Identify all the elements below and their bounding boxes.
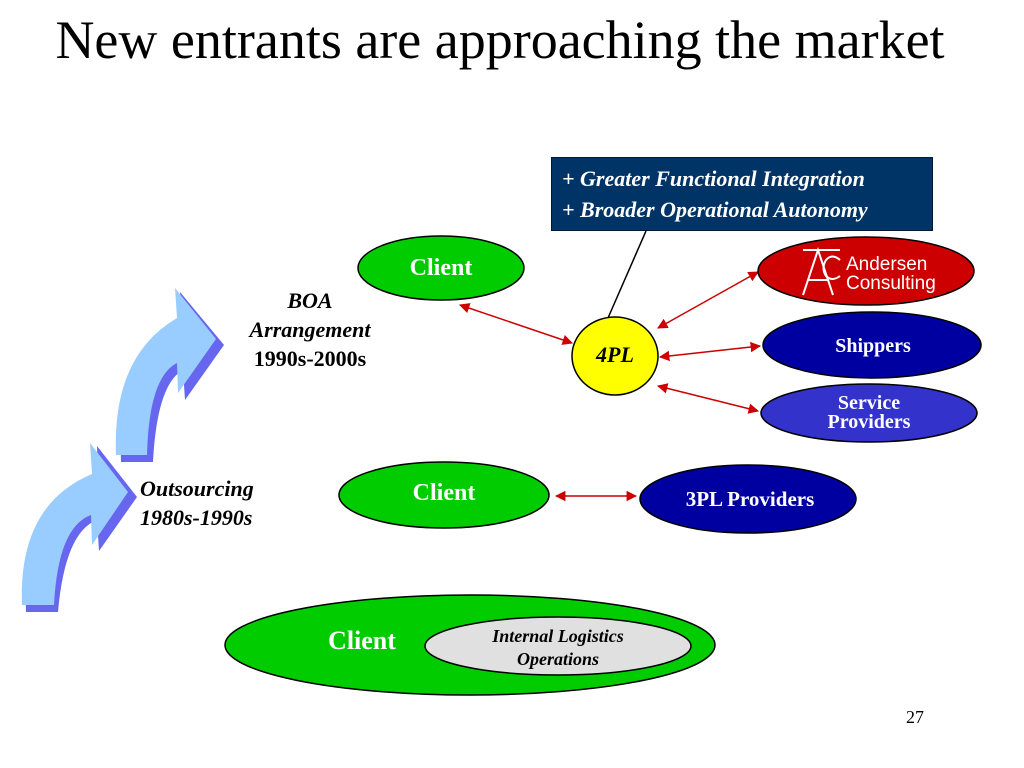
progression-arrow-upper [115, 288, 224, 462]
andersen-label: Andersen Consulting [846, 255, 956, 293]
shippers-ellipse [762, 311, 982, 379]
service-providers-line-1: Service [837, 392, 901, 414]
arrow-4pl-shippers [658, 341, 762, 362]
andersen-line-2: Consulting [846, 273, 936, 294]
client-top-label: Client [409, 255, 473, 281]
page-number: 27 [906, 707, 924, 727]
internal-line-2: Operations [516, 649, 599, 669]
stage-label-outsourcing: Outsourcing 1980s-1990s [140, 474, 300, 532]
stage-label-boa: BOA Arrangement 1990s-2000s [215, 286, 405, 373]
client-top-ellipse [357, 235, 525, 301]
arrow-4pl-service-providers [656, 383, 760, 414]
internal-logistics-ellipse [424, 616, 692, 676]
outsourcing-line-1: Outsourcing [140, 476, 254, 501]
callout-line-1: + Greater Functional Integration [562, 166, 865, 191]
threepl-ellipse [639, 464, 857, 534]
shippers-label: Shippers [835, 335, 911, 357]
service-providers-label: Service Providers [799, 392, 939, 433]
boa-line-1: BOA [287, 288, 333, 313]
andersen-ellipse [757, 236, 975, 306]
callout-line-2: + Broader Operational Autonomy [562, 197, 868, 222]
andersen-logo-icon [802, 246, 841, 296]
callout-box: + Greater Functional Integration + Broad… [551, 157, 933, 231]
boa-line-2: Arrangement [249, 317, 371, 342]
internal-line-1: Internal Logistics [492, 626, 624, 646]
boa-line-3: 1990s-2000s [253, 346, 367, 371]
arrow-4pl-andersen [657, 271, 759, 329]
client-mid-ellipse [338, 461, 550, 529]
service-providers-line-2: Providers [827, 411, 911, 433]
client-mid-label: Client [412, 480, 476, 506]
andersen-line-1: Andersen [846, 254, 928, 275]
progression-arrow-lower [21, 443, 137, 612]
threepl-label: 3PL Providers [685, 487, 815, 511]
fourpl-label: 4PL [596, 342, 634, 367]
fourpl-ellipse [571, 316, 659, 396]
client-bottom-label: Client [328, 626, 396, 655]
slide-title: New entrants are approaching the market [55, 10, 945, 70]
internal-logistics-label: Internal Logistics Operations [448, 625, 668, 671]
callout-connector [607, 230, 647, 319]
arrow-client-4pl [459, 303, 573, 345]
service-providers-ellipse [760, 383, 978, 443]
outsourcing-line-2: 1980s-1990s [140, 505, 253, 530]
